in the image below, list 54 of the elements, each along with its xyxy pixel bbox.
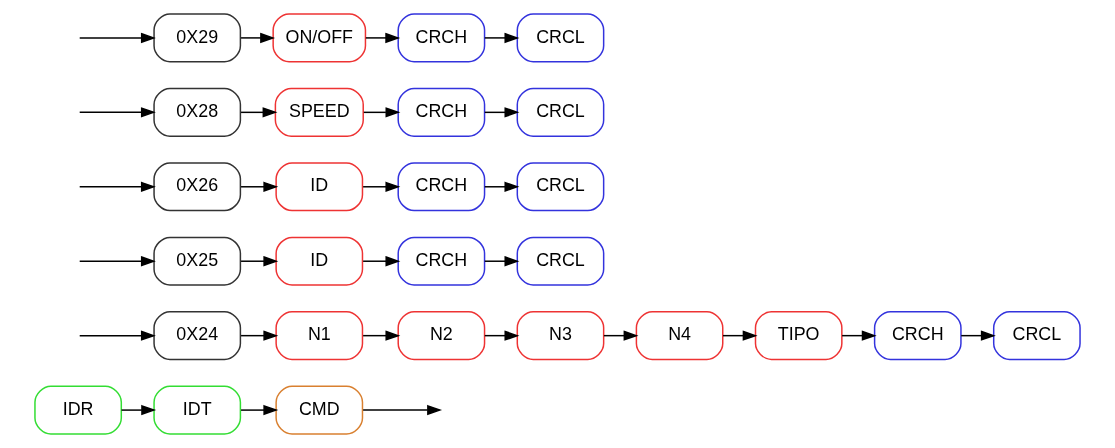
arrow [362,330,401,341]
node-box: IDT [153,385,242,435]
arrow [484,256,520,267]
arrow [78,256,156,267]
arrow [362,256,401,267]
arrow [484,181,520,192]
node-box: 0X26 [153,162,242,212]
node-box: 0X24 [153,311,242,361]
arrow [365,32,401,44]
node-box: IDR [34,385,123,435]
node-box: CRCH [397,236,486,286]
arrow [362,404,443,416]
node-box: SPEED [274,87,364,137]
arrow [484,330,520,341]
node-box: CRCH [397,87,486,137]
arrow [363,107,401,118]
node-box: 0X29 [153,13,242,63]
arrow [120,404,157,416]
arrow [603,330,639,341]
node-box: CMD [275,385,364,435]
arrow [78,107,156,118]
node-box: CRCH [397,13,486,63]
arrow [78,32,156,44]
arrow [78,330,156,341]
node-box: ID [275,162,364,212]
node-box: CRCL [992,311,1081,361]
arrow [484,32,520,44]
node-box: N4 [635,311,724,361]
node-box: TIPO [754,311,843,361]
node-box: CRCH [873,311,962,361]
arrow [240,330,279,341]
node-box: CRCH [397,162,486,212]
arrow [240,32,276,44]
arrow [240,107,278,118]
node-box: CRCL [516,162,605,212]
arrow [240,404,279,416]
node-box: 0X25 [153,236,242,286]
arrow [841,330,877,341]
node-box: CRCL [516,87,605,137]
arrow [362,181,401,192]
node-box: N2 [397,311,486,361]
arrow [722,330,758,341]
arrow [78,181,156,192]
node-box: N3 [516,311,605,361]
arrow [960,330,996,341]
arrow [484,107,520,118]
node-box: ID [275,236,364,286]
node-box: ON/OFF [272,13,367,63]
arrow [240,181,279,192]
node-box: N1 [275,311,364,361]
node-box: CRCL [516,236,605,286]
node-box: 0X28 [153,87,242,137]
arrow [240,256,279,267]
node-box: CRCL [516,13,605,63]
